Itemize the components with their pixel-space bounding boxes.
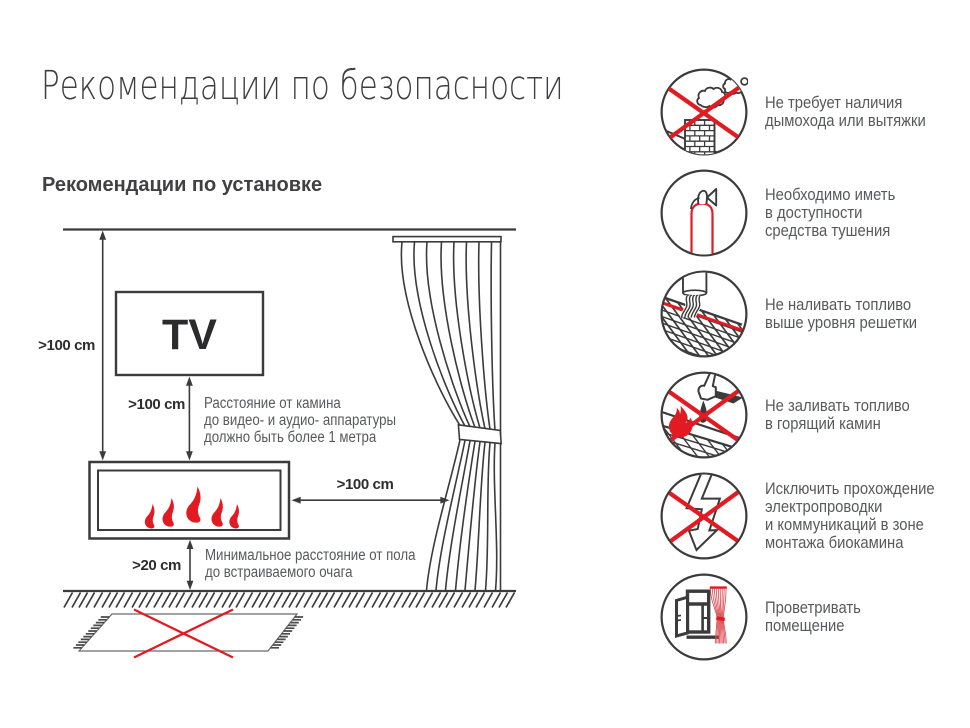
lightning-arrow xyxy=(685,474,722,552)
prohibition-cross xyxy=(664,84,742,141)
no-chimney-icon xyxy=(660,67,748,156)
dimension-arrows xyxy=(99,230,450,590)
prohibition-cross xyxy=(664,387,742,444)
tv-screen: TV xyxy=(116,292,263,375)
section-title: Рекомендации по установке xyxy=(42,173,323,196)
safety-item-no-chimney: Не требует наличия дымохода или вытяжки xyxy=(660,67,950,156)
floor-hatch xyxy=(63,592,516,608)
curtain xyxy=(392,235,503,591)
safety-item-extinguisher: Необходимо иметь в доступности средства … xyxy=(660,168,915,257)
safety-item-no-wiring: Исключить прохождение электропроводки и … xyxy=(660,471,960,560)
flames xyxy=(144,486,239,529)
curtain-rod xyxy=(392,235,502,243)
prohibition-cross xyxy=(664,488,742,545)
page-title: Рекомендации по безопасности xyxy=(41,63,564,109)
open-window xyxy=(675,589,719,639)
tv-label: TV xyxy=(162,311,217,359)
fire-extinguisher-icon xyxy=(660,168,748,257)
safety-item-label: Не наливать топливо выше уровня решетки xyxy=(765,294,918,332)
tv-rect xyxy=(114,290,265,377)
floor-distance-note: Минимальное расстояние от пола до встраи… xyxy=(205,546,416,581)
ventilation-icon xyxy=(660,572,748,661)
floor-distance-label: >20 cm xyxy=(132,557,181,574)
safety-item-label: Исключить прохождение электропроводки и … xyxy=(765,478,935,552)
ceiling-distance-label: >100 cm xyxy=(38,337,95,354)
fuel-level-icon xyxy=(660,269,748,358)
safety-item-label: Не требует наличия дымохода или вытяжки xyxy=(765,92,926,130)
window-curtain xyxy=(709,585,727,644)
tv-distance-label: >100 cm xyxy=(128,396,185,413)
safety-item-no-refuel: Не заливать топливо в горящий камин xyxy=(660,370,931,459)
fireplace xyxy=(88,460,291,540)
no-refuel-burning-icon xyxy=(660,370,748,459)
tv-distance-note: Расстояние от камина до видео- и аудио- … xyxy=(204,394,397,446)
curtain-tie xyxy=(457,423,503,445)
safety-item-label: Не заливать топливо в горящий камин xyxy=(765,395,910,433)
curtain-distance-label: >100 cm xyxy=(336,476,394,493)
safety-item-label: Необходимо иметь в доступности средства … xyxy=(765,184,896,240)
safety-item-ventilation: Проветривать помещение xyxy=(660,572,875,661)
rug-cross-icon xyxy=(133,608,234,659)
rug xyxy=(73,608,304,659)
safety-item-fuel-level: Не наливать топливо выше уровня решетки xyxy=(660,269,940,358)
safety-item-label: Проветривать помещение xyxy=(765,597,861,635)
no-wiring-icon xyxy=(660,471,748,560)
